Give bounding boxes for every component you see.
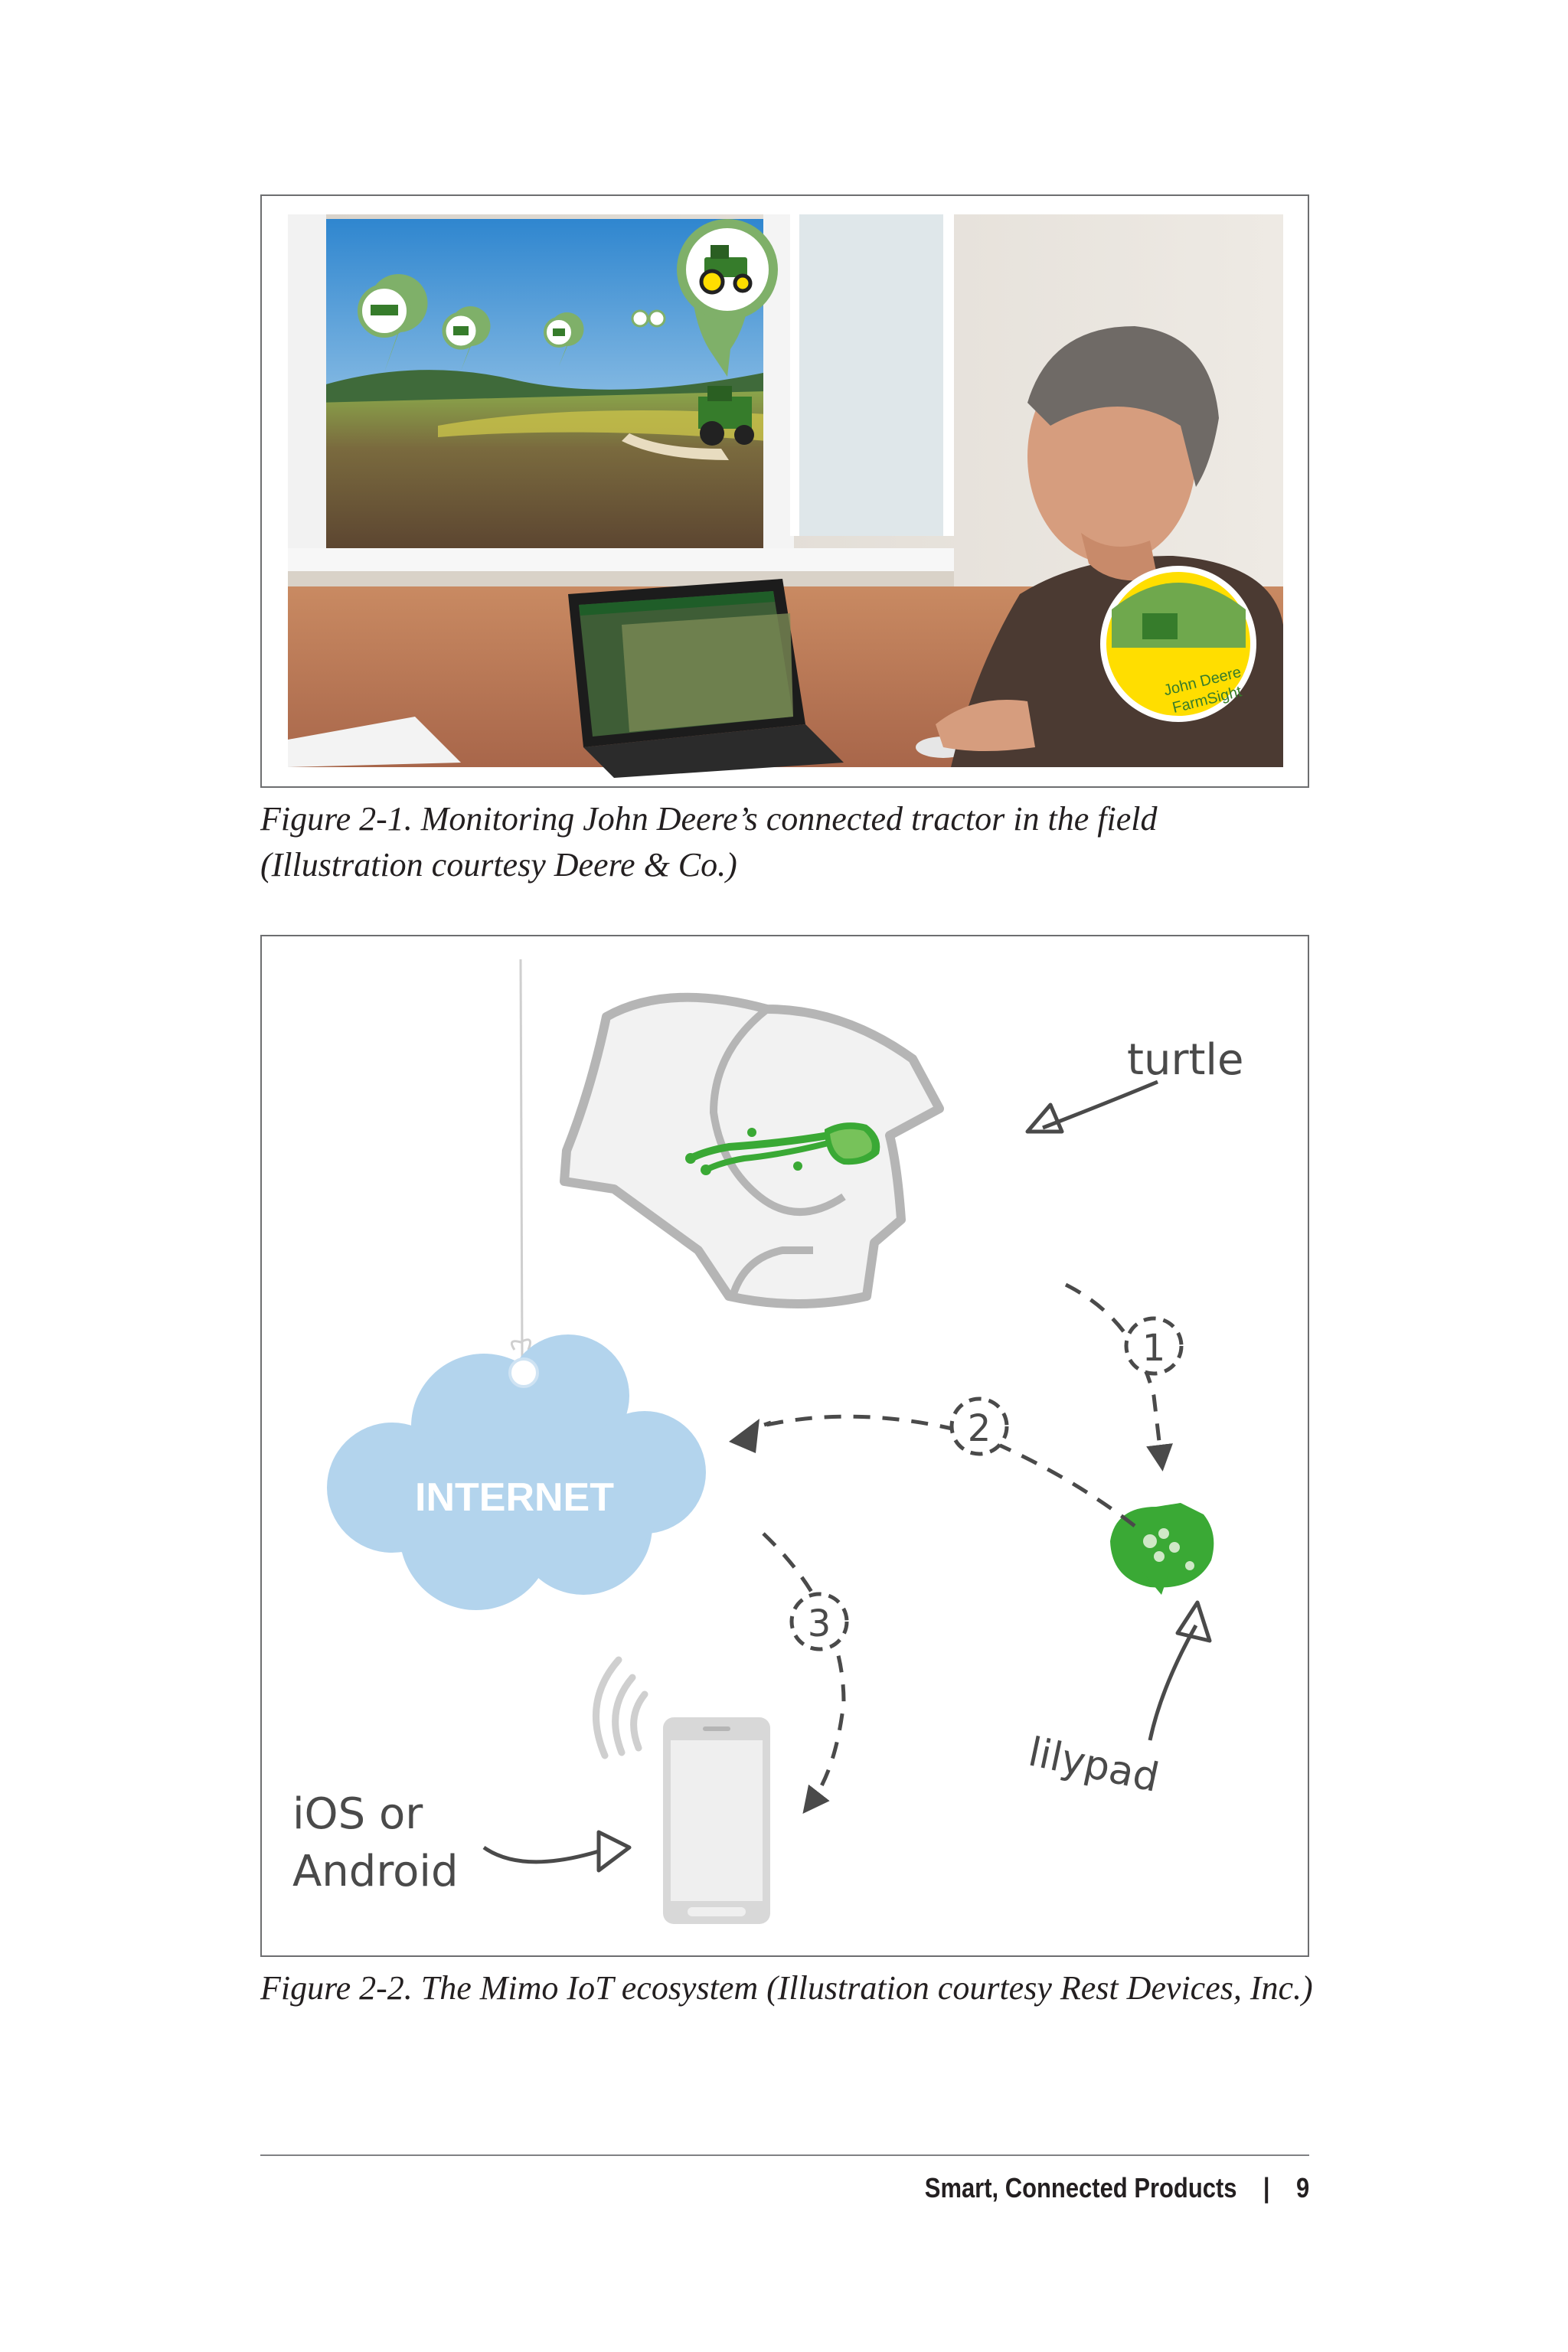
tractor-pin-icon — [677, 219, 778, 377]
field-tractor-icon — [698, 386, 754, 446]
footer-separator: | — [1263, 2172, 1270, 2203]
step-badge-2: 2 — [949, 1396, 1009, 1456]
flow-arrow-2 — [759, 1414, 1136, 1527]
turtle-label: turtle — [1127, 1035, 1243, 1085]
page-footer: Smart, Connected Products | 9 — [925, 2168, 1309, 2208]
internet-label: INTERNET — [415, 1475, 614, 1520]
figure-1-caption: Figure 2-1. Monitoring John Deere’s conn… — [260, 800, 1158, 884]
laptop — [568, 579, 844, 778]
svg-text:3: 3 — [808, 1602, 831, 1645]
map-pin-icon — [358, 274, 428, 372]
figure-1-frame: John Deere FarmSight — [260, 194, 1309, 788]
onesie — [560, 992, 944, 1308]
map-pin-icon — [544, 312, 584, 366]
map-pin-icon — [631, 309, 666, 328]
footer-section-title: Smart, Connected Products — [924, 2172, 1237, 2203]
step-badge-3: 3 — [789, 1592, 849, 1651]
device-label-line-1: iOS or — [292, 1789, 423, 1839]
figure-2-caption: Figure 2-2. The Mimo IoT ecosystem (Illu… — [260, 1969, 1313, 2007]
device-label-line-2: Android — [292, 1847, 459, 1896]
svg-text:1: 1 — [1142, 1327, 1166, 1370]
footer-divider — [260, 2154, 1309, 2156]
footer-page-number: 9 — [1295, 2172, 1309, 2203]
svg-text:2: 2 — [968, 1407, 991, 1450]
farmsight-badge: John Deere FarmSight — [1100, 566, 1256, 722]
figure-1-illustration: John Deere FarmSight — [288, 214, 1283, 778]
wifi-signal-icon — [593, 1656, 648, 1759]
smartphone — [663, 1717, 770, 1924]
step-badge-1: 1 — [1124, 1316, 1184, 1376]
flow-arrow-3 — [762, 1532, 846, 1815]
internet-cloud: INTERNET — [327, 1334, 706, 1610]
figure-2-frame: turtle INTERNET — [260, 935, 1309, 1957]
lilypad-sensor — [1110, 1503, 1214, 1595]
map-pin-icon — [442, 306, 491, 371]
figure-2-illustration: turtle INTERNET — [292, 959, 1243, 1924]
lilypad-label: lilypad — [1024, 1729, 1163, 1801]
